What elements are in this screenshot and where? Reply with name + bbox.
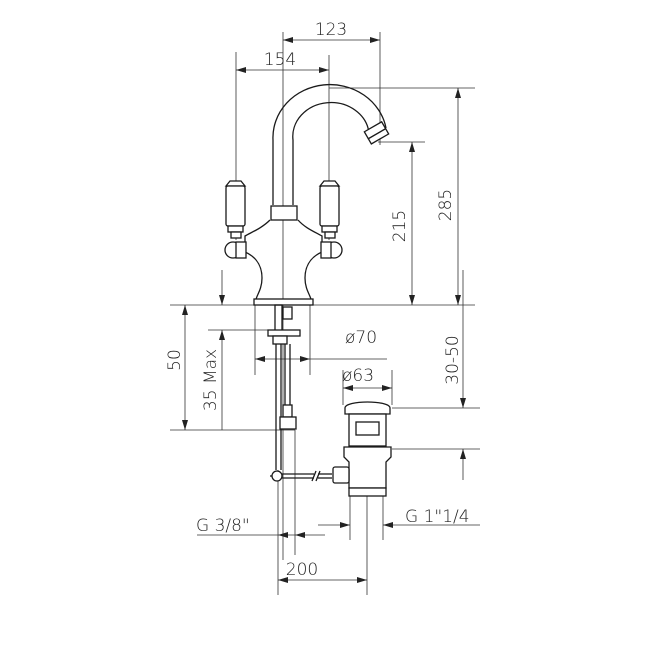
- right-handle: [318, 180, 343, 259]
- dim-base-diameter: ø70: [345, 328, 377, 348]
- dim-supply-thread: G 3/8": [196, 516, 250, 536]
- dim-tap-to-waste: 200: [286, 560, 318, 580]
- tap-body: [224, 83, 390, 306]
- dim-deck-thickness: 50: [165, 349, 185, 371]
- tap-fixings: [267, 304, 332, 482]
- dim-total-height: 285: [436, 189, 456, 221]
- dim-spout-reach: 123: [315, 20, 347, 40]
- pop-up-waste: [332, 401, 392, 497]
- dim-waste-range: 30-50: [443, 335, 463, 384]
- dimension-lines: [182, 37, 480, 583]
- dimension-labels: 123 154 215 285 ø70 ø63 50 35 Max 30-50 …: [165, 20, 470, 580]
- left-handle: [224, 180, 247, 259]
- extension-lines: [170, 32, 480, 595]
- dim-outlet-height: 215: [390, 210, 410, 242]
- dim-waste-diameter: ø63: [342, 366, 374, 386]
- dim-max-deck: 35 Max: [201, 349, 221, 411]
- dim-handle-center: 154: [264, 50, 296, 70]
- dim-waste-thread: G 1"1/4: [405, 507, 470, 527]
